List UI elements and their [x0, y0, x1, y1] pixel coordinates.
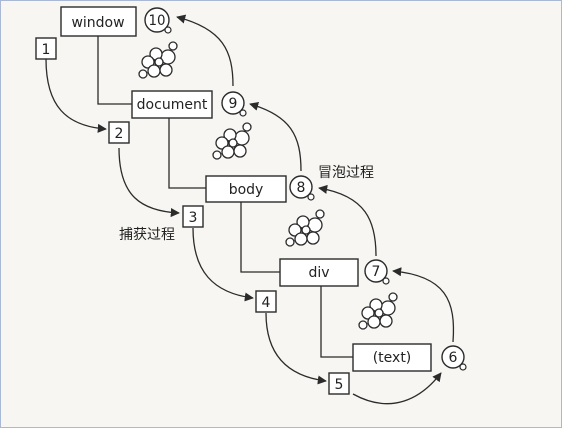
bubble-step-label: 10 — [149, 13, 166, 29]
capture-arrows — [45, 58, 442, 405]
bubble-step-label: 8 — [297, 180, 306, 196]
bubble-phase-label: 冒泡过程 — [318, 165, 374, 181]
node-body-label: body — [229, 182, 264, 198]
bubble-step-label: 9 — [229, 96, 238, 112]
capture-step: 3 — [182, 205, 204, 228]
bubble-step: 8 — [289, 175, 315, 201]
molecule-cluster-icon — [285, 209, 325, 247]
capture-step-label: 2 — [115, 126, 124, 142]
bubble-step: 6 — [441, 345, 467, 371]
node-div-label: div — [308, 265, 329, 281]
bubble-arrows — [176, 14, 455, 343]
capture-step-label: 1 — [42, 42, 51, 58]
molecule-cluster-icon — [138, 41, 178, 79]
capture-step: 1 — [35, 37, 57, 60]
molecule-cluster-icon — [212, 122, 252, 160]
node-div: div — [279, 258, 359, 287]
node-text-label: (text) — [373, 350, 412, 366]
molecule-cluster-icon — [358, 292, 398, 330]
capture-step: 2 — [108, 121, 130, 144]
bubble-step-label: 7 — [372, 264, 381, 280]
node-document-label: document — [137, 97, 208, 113]
capture-step-label: 4 — [262, 295, 271, 311]
node-text: (text) — [352, 343, 432, 372]
bubble-step: 10 — [144, 7, 172, 34]
tree-connectors — [97, 36, 353, 358]
capture-step: 5 — [328, 372, 350, 395]
capture-step: 4 — [255, 290, 277, 313]
node-window-label: window — [71, 15, 124, 31]
node-body: body — [205, 175, 287, 203]
bubble-step: 7 — [364, 259, 390, 285]
capture-step-label: 5 — [335, 377, 344, 393]
node-document: document — [131, 90, 213, 119]
bubble-step-label: 6 — [449, 350, 458, 366]
node-window: window — [60, 6, 137, 37]
capture-step-label: 3 — [189, 210, 198, 226]
capture-phase-label: 捕获过程 — [119, 227, 175, 243]
bubble-step: 9 — [221, 91, 247, 117]
